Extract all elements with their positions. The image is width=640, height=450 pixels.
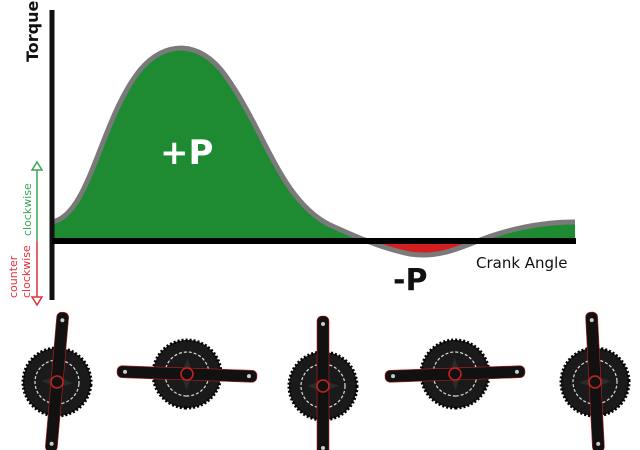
clockwise-label: clockwise [21, 183, 34, 236]
crankset-image-5 [555, 308, 635, 450]
crankset-image-1 [15, 307, 99, 450]
crankset-image-3 [287, 314, 359, 450]
x-axis-label: Crank Angle [476, 254, 567, 272]
positive-power-area [52, 48, 380, 241]
crankset-image-4 [382, 336, 528, 412]
clockwise-arrowhead-icon [30, 160, 44, 171]
negative-power-label: -P [393, 263, 427, 298]
counter-clockwise-label-line2: clockwise [20, 245, 33, 298]
crankset-image-2 [114, 336, 260, 412]
y-axis-label: Torque [23, 0, 42, 62]
counter-clockwise-arrowhead-icon [30, 296, 44, 307]
positive-power-label: +P [160, 133, 213, 173]
counter-clockwise-label-line1: counter [7, 255, 20, 298]
